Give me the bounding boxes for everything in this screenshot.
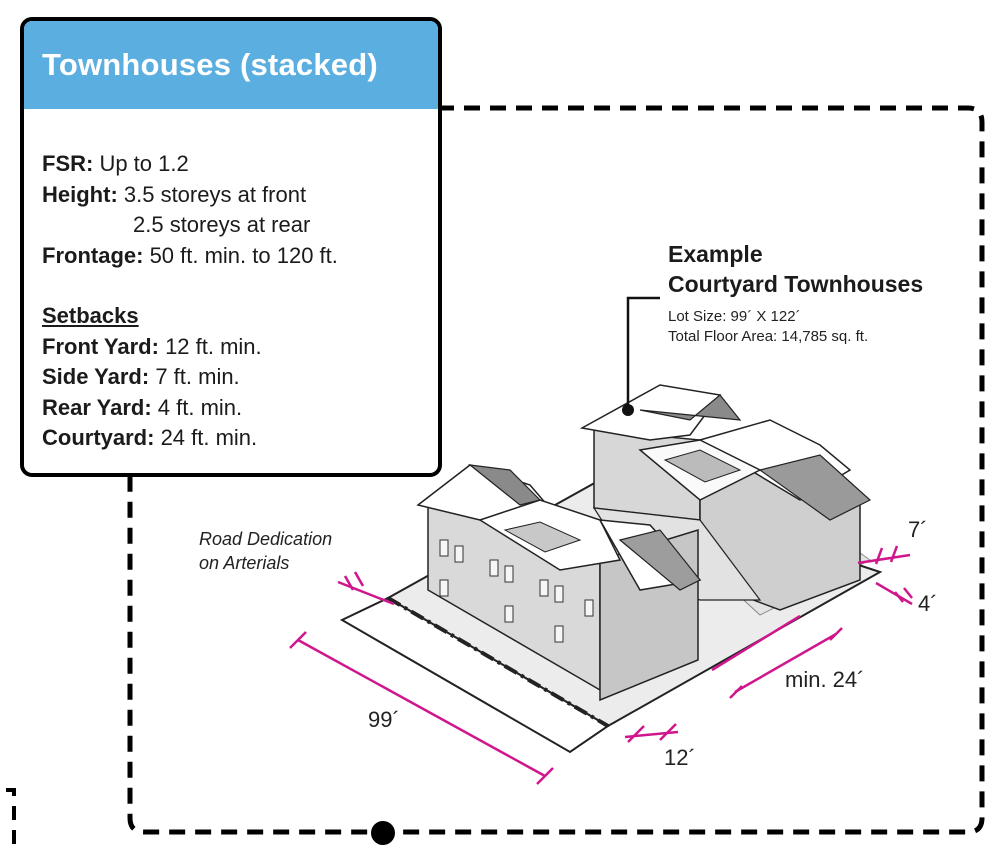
frontage-label: Frontage: bbox=[42, 242, 144, 268]
setbacks-title: Setbacks bbox=[42, 303, 139, 328]
height-label: Height: bbox=[42, 181, 118, 207]
boundary-dot bbox=[371, 821, 395, 845]
frontage-value: 50 ft. min. to 120 ft. bbox=[143, 242, 338, 268]
dim-width: 99´ bbox=[368, 707, 400, 732]
dim-side: 7´ bbox=[908, 517, 928, 542]
courtyard-row: Courtyard: 24 ft. min. bbox=[42, 423, 438, 454]
dashed-fragment bbox=[6, 788, 16, 852]
callout-dot bbox=[622, 404, 634, 416]
dim-rear: 4´ bbox=[918, 591, 938, 616]
back-townhouse-block bbox=[579, 384, 872, 611]
example-title-1: Example bbox=[668, 241, 763, 267]
lot-size: Lot Size: 99´ X 122´ bbox=[668, 308, 801, 325]
side-yard-label: Side Yard: bbox=[42, 364, 150, 389]
courtyard-label: Courtyard: bbox=[42, 425, 155, 450]
road-dedication-label: Road Dedication on Arterials bbox=[199, 527, 332, 575]
spacer bbox=[42, 271, 438, 301]
road-label-line-1: Road Dedication bbox=[199, 529, 333, 549]
rear-yard-label: Rear Yard: bbox=[42, 394, 152, 420]
card-title: Townhouses (stacked) bbox=[42, 47, 378, 82]
front-townhouse-block bbox=[416, 464, 702, 702]
height-row: Height: 3.5 storeys at front bbox=[42, 180, 438, 211]
height-value-front: 3.5 storeys at front bbox=[117, 181, 307, 207]
front-yard-label: Front Yard: bbox=[42, 333, 159, 359]
dim-courtyard: min. 24´ bbox=[785, 667, 865, 692]
fsr-label: FSR: bbox=[42, 151, 94, 176]
fsr-value: Up to 1.2 bbox=[93, 151, 189, 176]
road-label-line-2: on Arterials bbox=[199, 553, 290, 573]
rear-yard-row: Rear Yard: 4 ft. min. bbox=[42, 393, 438, 424]
dimension-lines bbox=[289, 545, 913, 785]
dim-front: 12´ bbox=[664, 745, 696, 770]
front-yard-value: 12 ft. min. bbox=[158, 333, 262, 359]
floor-area: Total Floor Area: 14,785 sq. ft. bbox=[668, 328, 869, 345]
front-yard-row: Front Yard: 12 ft. min. bbox=[42, 332, 438, 363]
frontage-row: Frontage: 50 ft. min. to 120 ft. bbox=[42, 241, 438, 272]
callout-leader bbox=[626, 296, 660, 408]
rear-yard-value: 4 ft. min. bbox=[151, 394, 243, 420]
side-yard-row: Side Yard: 7 ft. min. bbox=[42, 362, 438, 393]
card-header: Townhouses (stacked) bbox=[24, 21, 438, 109]
example-title-2: Courtyard Townhouses bbox=[668, 271, 924, 297]
example-callout: Example Courtyard Townhouses Lot Size: 9… bbox=[668, 239, 923, 347]
dashed-boundary bbox=[127, 105, 985, 835]
height-value-rear: 2.5 storeys at rear bbox=[133, 212, 311, 237]
fsr-row: FSR: Up to 1.2 bbox=[42, 149, 438, 180]
courtyard-value: 24 ft. min. bbox=[154, 425, 258, 450]
info-card: Townhouses (stacked) FSR: Up to 1.2 Heig… bbox=[20, 17, 442, 477]
card-body: FSR: Up to 1.2 Height: 3.5 storeys at fr… bbox=[24, 109, 438, 454]
side-yard-value: 7 ft. min. bbox=[149, 364, 240, 389]
